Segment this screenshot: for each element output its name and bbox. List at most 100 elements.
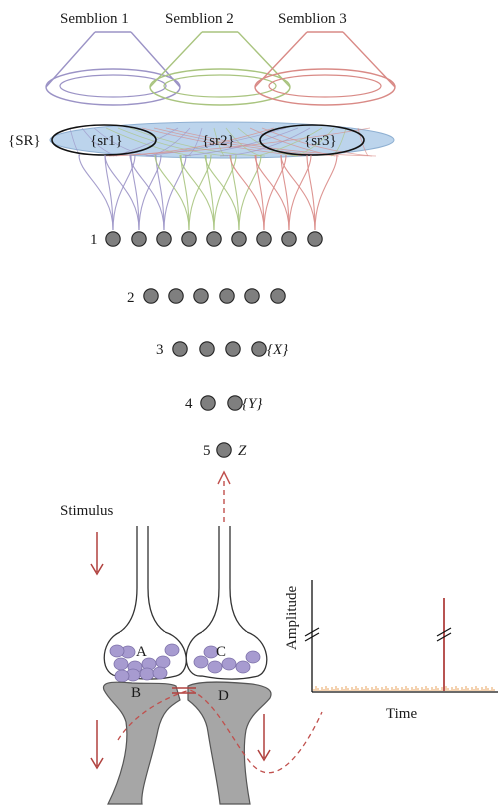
plot-y-label: Amplitude [284,585,300,650]
synapse-illustration: A C B D [90,526,323,805]
fiber-8-2 [280,154,290,231]
axon-a-left [119,526,138,633]
vesicle-12 [193,655,209,669]
semblion-1-inner-ellipse [59,74,167,98]
axon-a-right [147,526,166,633]
noise-trace [313,686,495,691]
sr-web-line [69,127,81,157]
layer-3-node-1 [172,341,188,357]
layer-2-node-5 [244,288,260,304]
layer-1-node-1 [105,231,121,247]
layer-4-label: 4 [185,396,193,412]
semblion-1-cone-sides [45,31,181,88]
layer-1-node-9 [307,231,323,247]
fiber-9-2 [306,154,316,231]
fiber-1-1 [78,154,114,231]
layer-1-node-2 [131,231,147,247]
layer-2-label: 2 [127,290,135,306]
plot-x-label: Time [386,706,417,722]
vesicle-9 [152,666,168,680]
spike-break-mark [436,627,452,642]
semblion-3-cone-sides [254,31,396,88]
terminal-a-label: A [136,644,147,660]
sr-web-line [165,127,377,157]
layer-1-node-8 [281,231,297,247]
layer-3-node-2 [199,341,215,357]
semblion-1-outer-ellipse [45,68,181,106]
sr-web-line [261,127,373,157]
layer-2-node-3 [193,288,209,304]
vesicle-17 [203,645,219,659]
amplitude-plot: Amplitude Time [284,580,498,722]
stimulus-arrow [90,532,104,576]
fiber-5-1 [179,154,215,231]
semblion-3-outer-ellipse [254,68,396,106]
sr2-label: {sr2} [202,133,235,149]
stimulus-label: Stimulus [60,503,114,519]
fiber-1-3 [112,154,136,231]
semblion-2-cone-sides [149,31,291,88]
sr-web-line [104,127,371,157]
fiber-7-1 [229,154,265,231]
sr-web-line [105,127,192,157]
gap-junction [172,687,196,694]
layer-3-node-3 [225,341,241,357]
fiber-5-3 [213,154,237,231]
fiber-3-1 [129,154,165,231]
vesicle-11 [114,669,130,683]
fiber-9-3 [314,154,338,231]
layer-1-node-6 [231,231,247,247]
fiber-3-3 [163,154,187,231]
fiber-8-3 [288,154,312,231]
layer-3-suffix: {X} [267,342,288,358]
fiber-9-1 [280,154,316,231]
fiber-6-1 [204,154,240,231]
fiber-6-3 [238,154,262,231]
sr1-label: {sr1} [90,133,123,149]
fiber-1-2 [104,154,114,231]
sr-fibers [78,154,338,231]
sr-label: {SR} [8,133,41,149]
terminal-c-label: C [216,644,226,660]
fiber-2-1 [104,154,140,231]
layer-5-label: 5 [203,443,211,459]
sr-connection-web [69,127,377,157]
axon-c-right [229,526,248,633]
vesicle-15 [235,660,251,674]
output-arrow [217,470,231,522]
layer-3-node-4 [251,341,267,357]
fiber-4-1 [154,154,190,231]
layer-4-node-2 [227,395,243,411]
down-arrow-left [90,720,104,770]
vesicle-14 [221,657,237,671]
down-arrow-right [257,714,271,762]
sr-web-line [256,127,323,157]
semblion-cones [45,31,396,106]
fiber-2-3 [138,154,162,231]
semblion-2-inner-ellipse [163,74,277,98]
sr-web-line [145,127,287,157]
vesicle-7 [109,644,125,658]
sr3-ellipse [259,124,365,156]
dendrite-d-label: D [218,688,229,704]
axis-break-mark [304,627,320,642]
vesicle-16 [245,650,261,664]
layer-2-node-4 [219,288,235,304]
fiber-4-3 [188,154,212,231]
vesicle-4 [155,655,171,669]
sr-region: {SR} {sr1} {sr2} {sr3} [8,121,395,159]
layer-1-node-7 [256,231,272,247]
axon-c-left [201,526,220,633]
layer-2-node-6 [270,288,286,304]
propagation-path [117,689,323,774]
dendrite-b-label: B [131,685,141,701]
sr1-ellipse [51,124,157,156]
layer-2-node-1 [143,288,159,304]
sr-web-line [219,127,311,157]
vesicle-5 [164,643,180,657]
layer-4-suffix: {Y} [242,396,262,412]
layer-5-suffix: Z [238,443,247,459]
layer-1-node-5 [206,231,222,247]
node-layers [105,231,323,458]
